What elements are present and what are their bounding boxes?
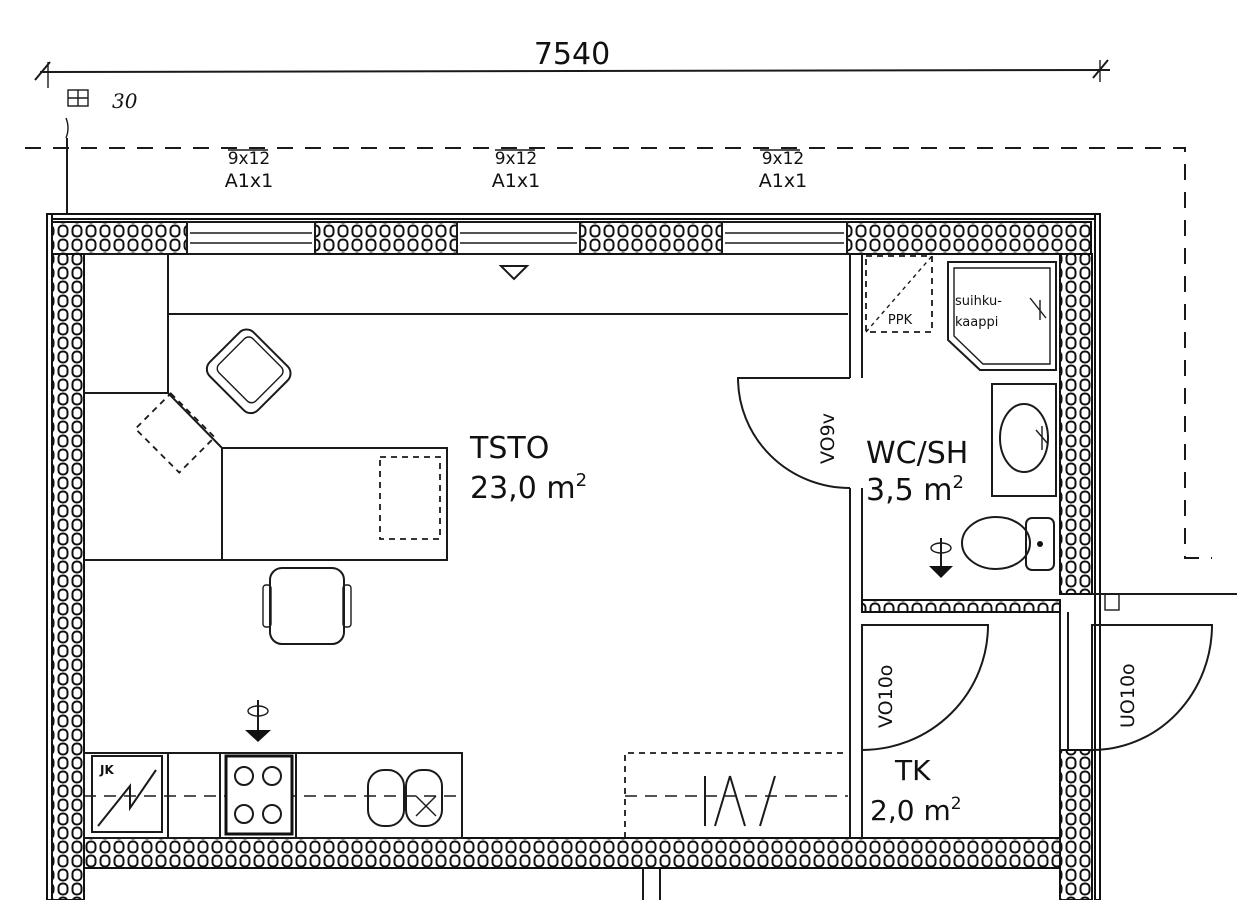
room-label-office: TSTO 23,0 m2 <box>469 431 587 506</box>
svg-text:TSTO: TSTO <box>469 431 549 466</box>
svg-text:A1x1: A1x1 <box>225 170 273 192</box>
svg-text:A1x1: A1x1 <box>759 170 807 192</box>
office-chair-rotated <box>205 328 292 415</box>
overall-width-label: 7540 <box>534 37 610 72</box>
room-label-storage: TK 2,0 m2 <box>870 754 962 827</box>
roof-outline <box>25 147 1212 559</box>
svg-text:3,5 m2: 3,5 m2 <box>866 472 964 508</box>
window-2 <box>456 221 581 255</box>
svg-text:kaappi: kaappi <box>955 315 998 330</box>
window-label-1: 9x12 A1x1 <box>225 149 273 192</box>
svg-text:JK: JK <box>99 763 114 777</box>
svg-text:TK: TK <box>894 754 931 787</box>
svg-text:VO10o: VO10o <box>875 665 897 728</box>
svg-text:WC/SH: WC/SH <box>866 436 968 471</box>
svg-text:9x12: 9x12 <box>495 149 538 169</box>
shower-cabinet: suihku- kaappi <box>947 261 1057 371</box>
svg-text:A1x1: A1x1 <box>492 170 540 192</box>
washbasin <box>991 383 1057 497</box>
electric-panel: JK <box>91 755 163 833</box>
exterior-walls <box>46 213 1101 900</box>
office-chair <box>262 567 352 645</box>
svg-text:suihku-: suihku- <box>955 294 1002 309</box>
note-label: 30 <box>112 89 138 113</box>
window-label-3: 9x12 A1x1 <box>759 149 807 192</box>
svg-text:2,0 m2: 2,0 m2 <box>870 794 962 827</box>
north-marker <box>498 265 530 281</box>
window-3 <box>721 221 848 255</box>
window-1 <box>186 221 316 255</box>
svg-text:9x12: 9x12 <box>228 149 271 169</box>
sink <box>367 769 443 827</box>
svg-text:PPK: PPK <box>888 313 913 328</box>
door-exterior: UO10o <box>1091 624 1214 751</box>
dimension-line: 7540 <box>34 37 1111 88</box>
ppk-cabinet: PPK <box>865 255 933 333</box>
handwritten-note: 30 <box>65 89 138 139</box>
toilet <box>961 516 1055 571</box>
svg-text:UO10o: UO10o <box>1117 663 1139 728</box>
kitchen-counter <box>83 752 463 839</box>
corner-desk <box>84 253 448 561</box>
dashed-bench <box>624 752 848 838</box>
svg-text:VO9v: VO9v <box>817 413 839 464</box>
svg-text:23,0 m2: 23,0 m2 <box>470 470 587 506</box>
door-wc: VO9v <box>736 377 851 489</box>
floor-drain-kitchen <box>245 700 271 742</box>
window-label-2: 9x12 A1x1 <box>492 149 540 192</box>
windows <box>186 221 848 255</box>
dashed-drawer <box>134 392 216 474</box>
stove <box>224 754 294 836</box>
svg-text:9x12: 9x12 <box>762 149 805 169</box>
room-label-wc: WC/SH 3,5 m2 <box>866 436 968 508</box>
interior-walls <box>849 254 1237 838</box>
dashed-cabinet <box>379 456 441 540</box>
floor-drain-wc <box>929 538 953 578</box>
door-storage: VO10o <box>861 624 990 751</box>
